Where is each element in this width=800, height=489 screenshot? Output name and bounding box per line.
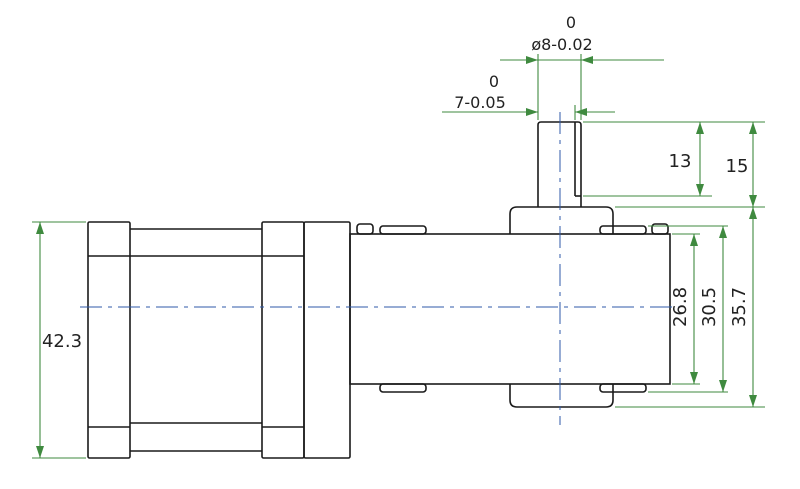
motor-end-cap-left	[87, 221, 131, 459]
gearbox	[349, 121, 671, 408]
motor-flange-block	[261, 221, 305, 459]
gearbox-top-hub	[509, 206, 614, 234]
shaft-flat-length-label: 13	[669, 151, 692, 172]
gearbox-housing	[349, 233, 671, 385]
shaft-flat-tolerance-upper: 0	[489, 72, 499, 91]
dimension-labels: 0 ø8-0.02 0 7-0.05 13 15 42.3 26.8 30.5 …	[42, 13, 750, 352]
dimensions	[32, 54, 765, 459]
motor-front-flange	[303, 221, 351, 459]
shaft-diameter-tolerance-upper: 0	[566, 13, 576, 32]
gearbox-mounting-label: 30.5	[699, 287, 720, 327]
gearbox-bottom-hub	[509, 384, 614, 408]
motor-height-label: 42.3	[42, 331, 82, 352]
shaft-length-label: 15	[726, 156, 749, 177]
centerlines	[80, 112, 680, 425]
motor-body	[87, 221, 351, 459]
shaft-flat-label: 7-0.05	[454, 93, 506, 112]
mounting-lug	[599, 225, 647, 235]
gearbox-body-label: 26.8	[670, 287, 691, 327]
gearbox-overall-label: 35.7	[729, 287, 750, 327]
mounting-lug	[651, 223, 669, 235]
mounting-lug	[599, 383, 647, 393]
mounting-lug	[379, 225, 427, 235]
mounting-lug	[379, 383, 427, 393]
mounting-lug	[356, 223, 374, 235]
shaft-diameter-label: ø8-0.02	[531, 35, 592, 54]
